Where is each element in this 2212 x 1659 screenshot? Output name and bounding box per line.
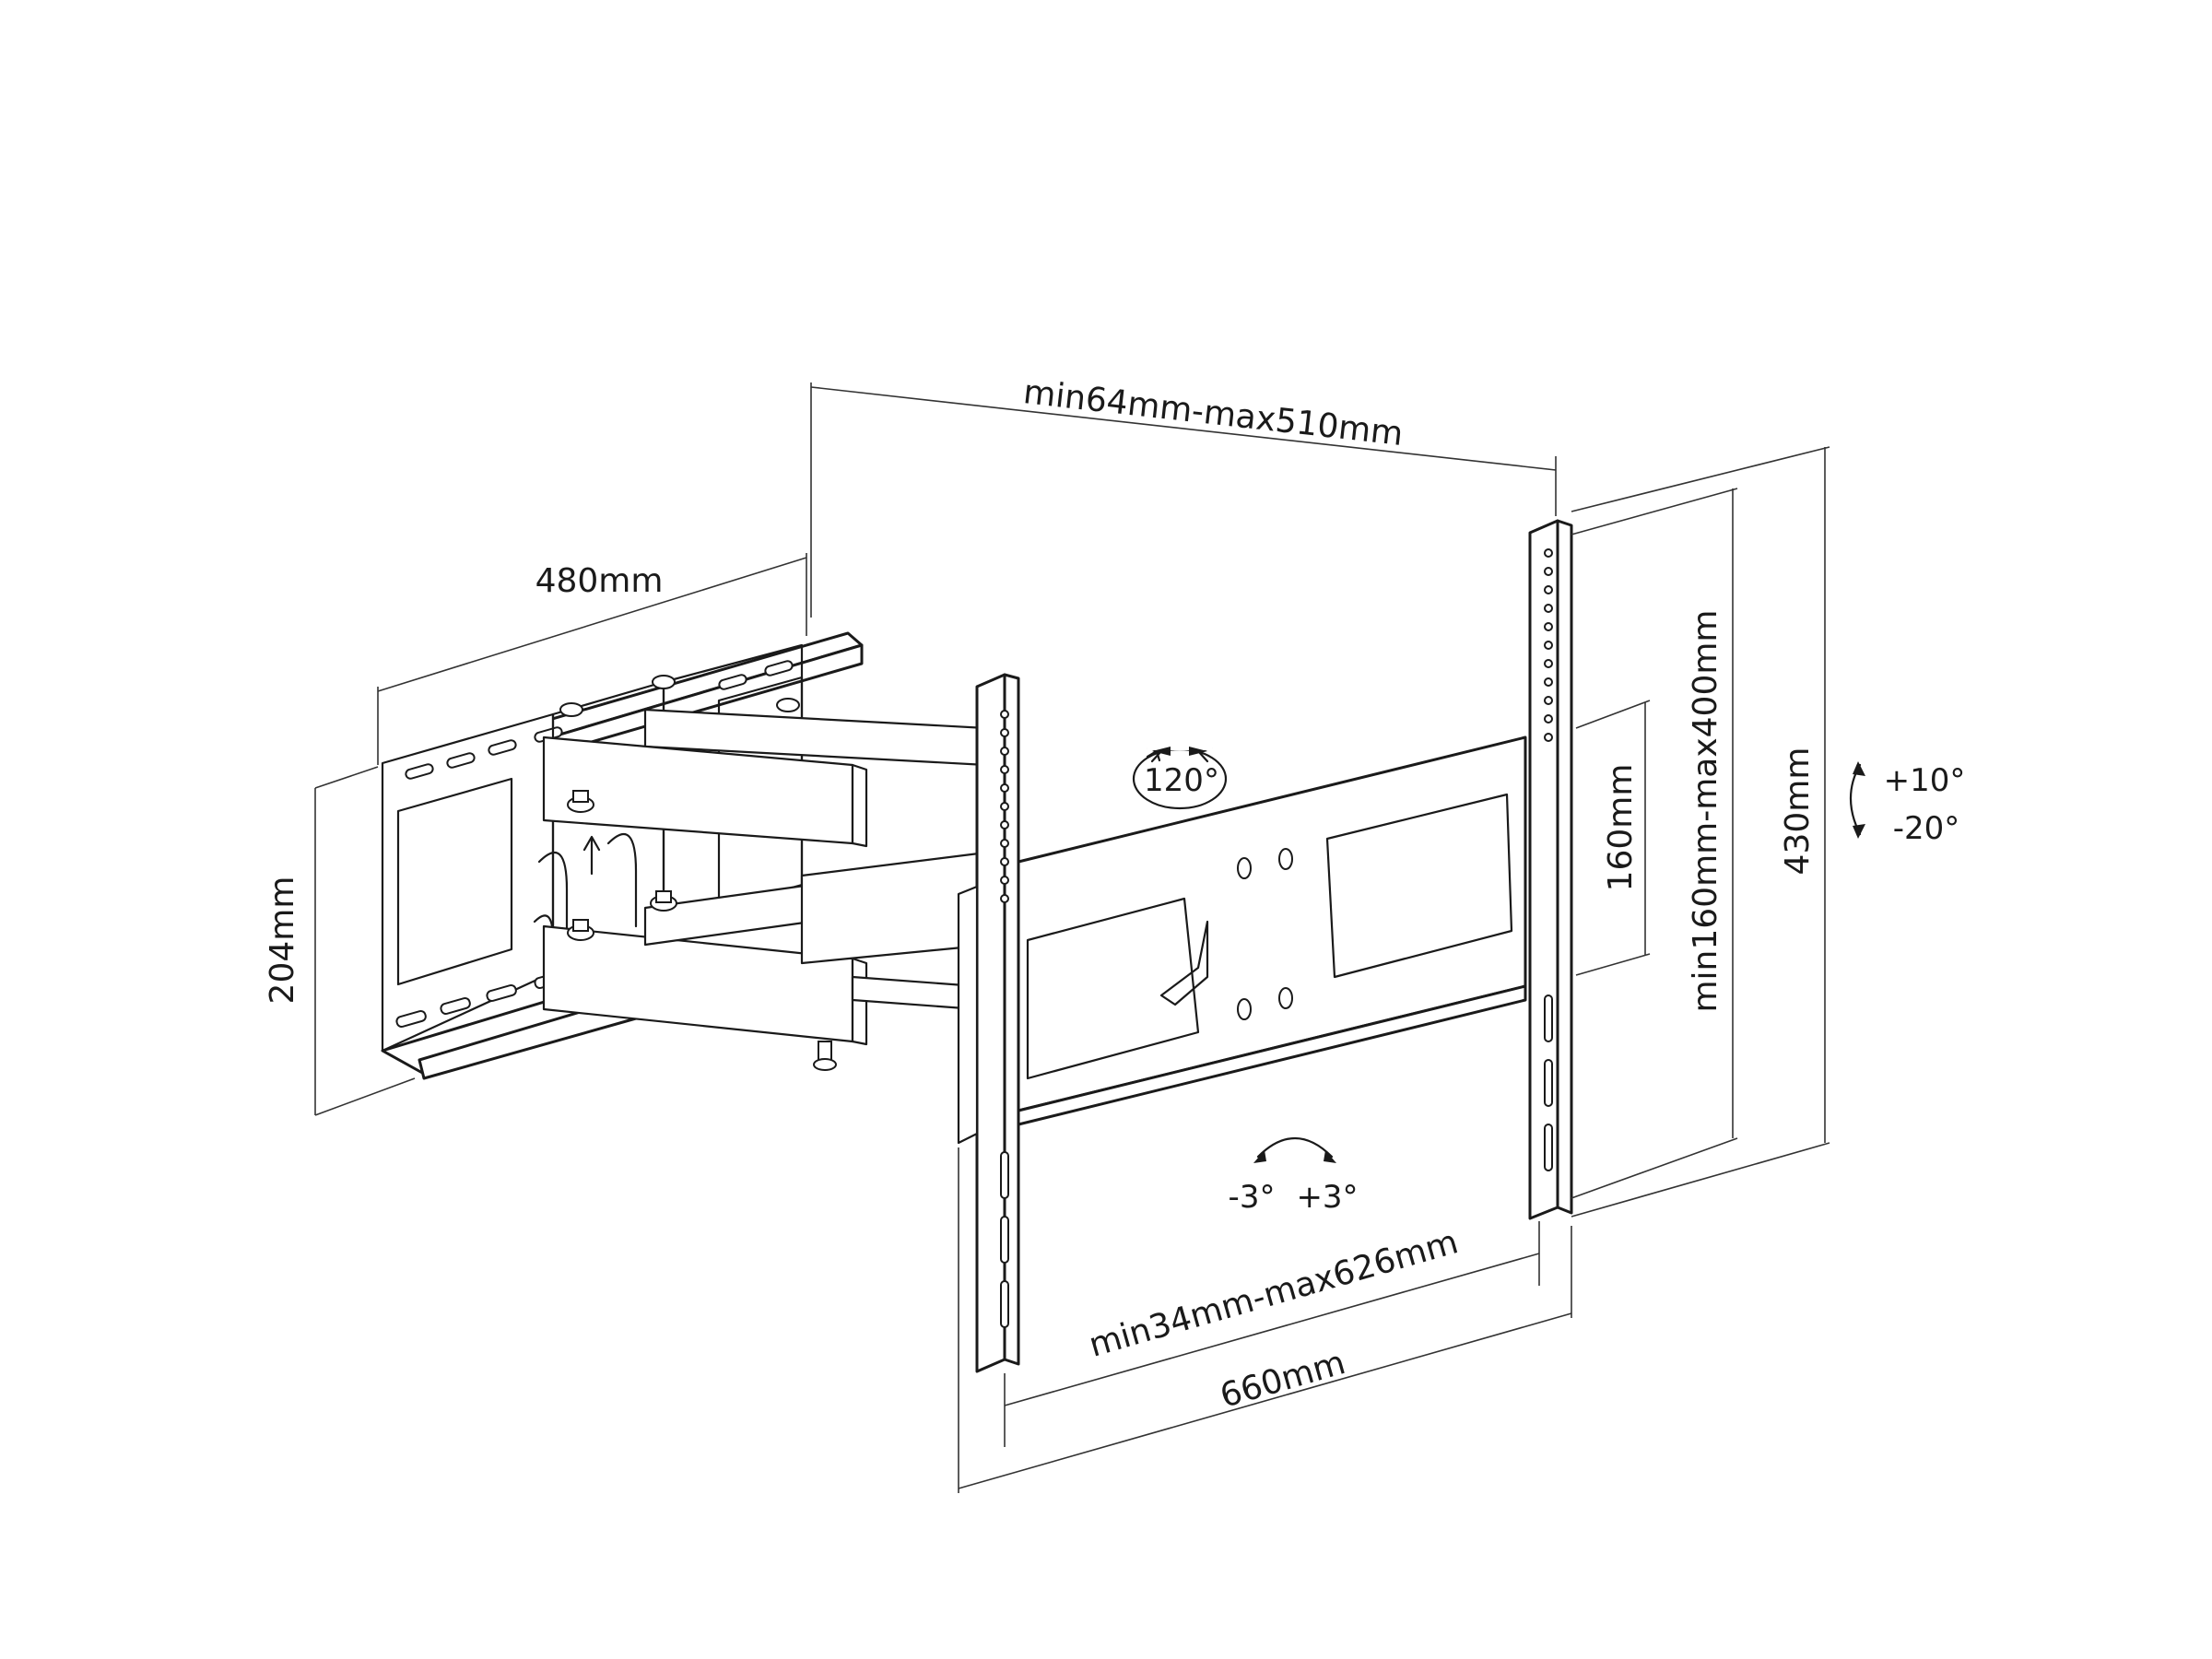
- tilt-symbol: [1849, 761, 1865, 839]
- left-rail-holes: [1000, 710, 1009, 1328]
- wall-plate: [381, 631, 864, 1080]
- wall-plate-height-label: 204mm: [264, 877, 301, 1005]
- bracket-width-label: 660mm: [1216, 1344, 1349, 1416]
- swing-arms: [542, 675, 1008, 1071]
- vesa-horizontal-range-label: min34mm-max626mm: [1085, 1223, 1462, 1365]
- roll-right-label: +3°: [1296, 1179, 1358, 1216]
- tv-bracket: [957, 519, 1573, 1373]
- tilt-down-label: -20°: [1893, 810, 1960, 847]
- right-rail-holes: [1544, 548, 1553, 1171]
- up-arrow-icon: [582, 835, 601, 876]
- dimension-lines: [314, 382, 1830, 1493]
- swivel-angle-label: 120°: [1144, 762, 1219, 799]
- roll-symbol: [1253, 1137, 1336, 1163]
- wall-plate-width-label: 480mm: [535, 562, 664, 600]
- wall-plate-top-slots: [405, 660, 794, 780]
- roll-left-label: -3°: [1229, 1179, 1276, 1216]
- bar-holes: [1237, 848, 1293, 1020]
- tilt-up-label: +10°: [1884, 762, 1966, 799]
- bracket-height-label: 430mm: [1779, 747, 1817, 876]
- swivel-symbol: [1132, 737, 1228, 810]
- arm-extension-label: min64mm-max510mm: [1021, 373, 1405, 453]
- vertical-hole-spacing-label: 160mm: [1602, 764, 1640, 892]
- arm-bolts: [559, 675, 837, 1071]
- vesa-vertical-range-label: min160mm-max400mm: [1687, 609, 1724, 1012]
